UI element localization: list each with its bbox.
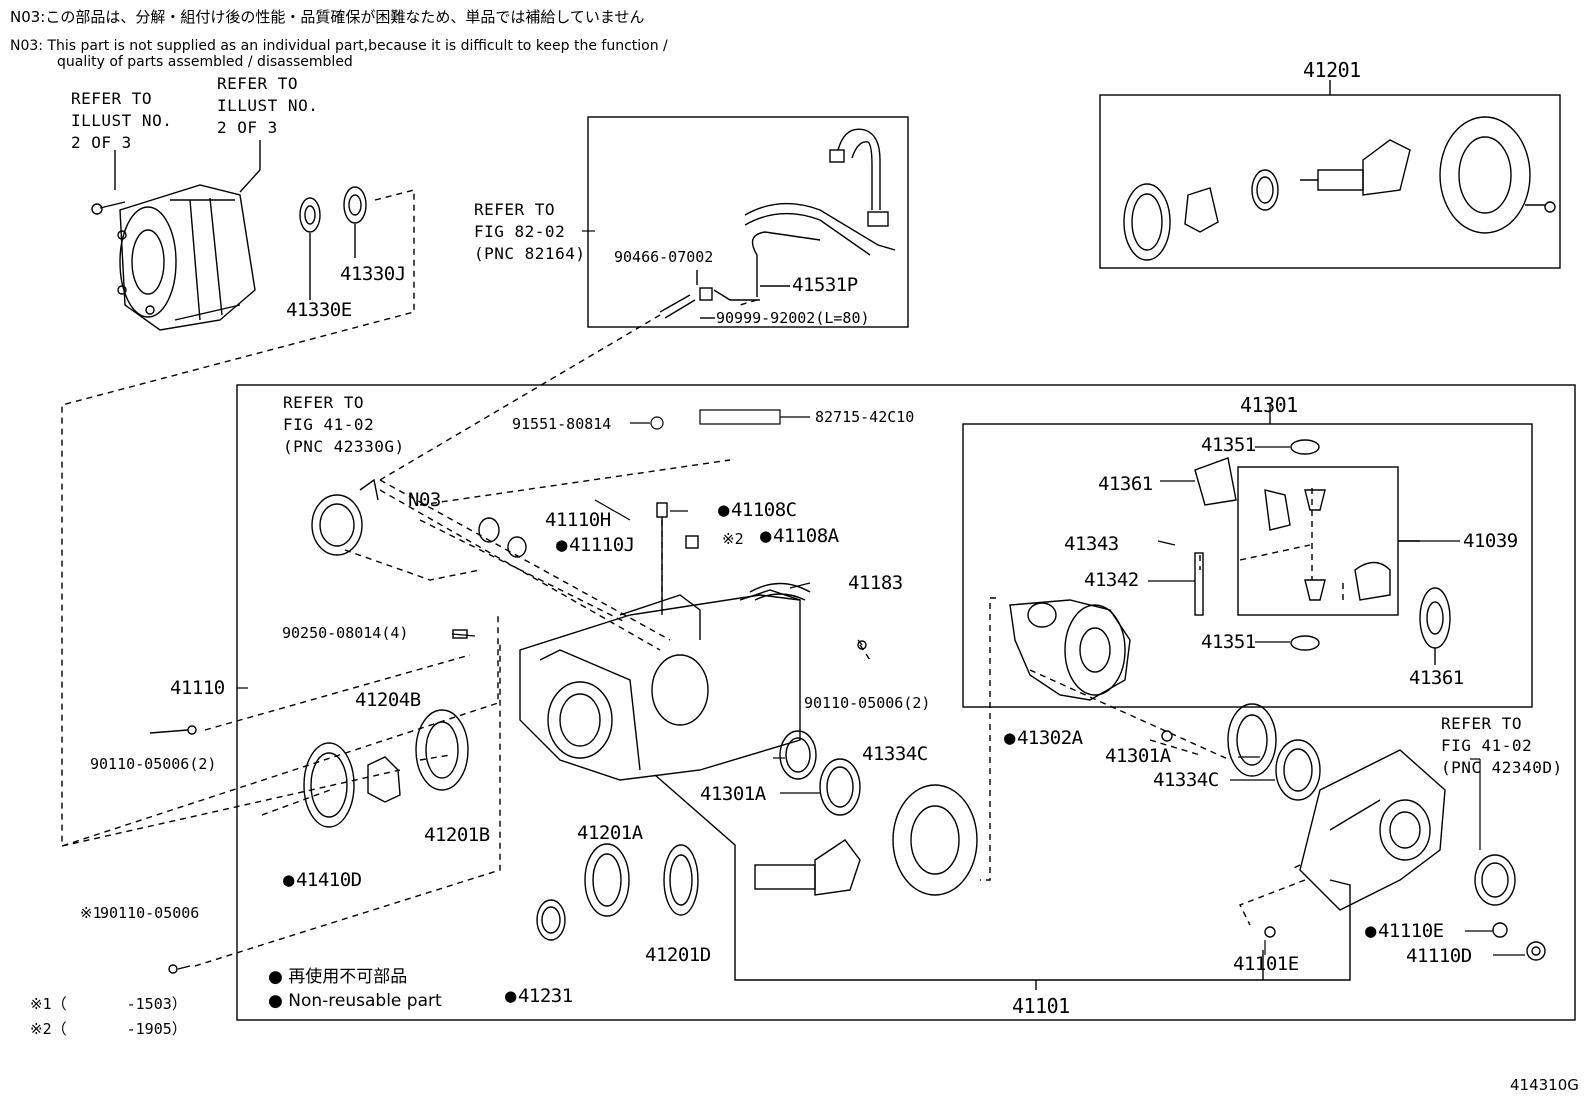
part-41201D[interactable]: 41201D: [645, 944, 711, 966]
footnote-2: ※2（ -1905）: [30, 1021, 187, 1037]
ref-illust-a[interactable]: REFER TO ILLUST NO. 2 OF 3: [71, 88, 172, 154]
part-90466-07002[interactable]: 90466-07002: [614, 248, 714, 266]
part-90999-92002[interactable]: 90999-92002(L=80): [716, 309, 870, 327]
ref-line: FIG 82-02: [474, 222, 566, 241]
ref-line: ILLUST NO.: [71, 111, 173, 130]
part-41108C[interactable]: 41108C: [718, 500, 797, 520]
footnote-2-value: -1905）: [126, 1020, 187, 1038]
part-41334C-a[interactable]: 41334C: [862, 743, 928, 765]
vent-hose-drawing: [659, 128, 896, 319]
diff-gear-frame: [1237, 466, 1399, 616]
part-41334C-b[interactable]: 41334C: [1153, 769, 1219, 791]
ref-line: REFER TO: [1441, 714, 1523, 733]
part-41110E[interactable]: 41110E: [1365, 921, 1444, 941]
ref-line: (PNC 42340D): [1441, 758, 1563, 777]
part-41110D[interactable]: 41110D: [1406, 945, 1472, 967]
part-41361-a[interactable]: 41361: [1098, 473, 1153, 495]
ring-pinion-frame: [1099, 94, 1561, 269]
part-41361-b[interactable]: 41361: [1409, 667, 1464, 689]
part-90110-05006-c[interactable]: 90110-05006: [100, 904, 200, 922]
ref-fig-82[interactable]: REFER TO FIG 82-02 (PNC 82164): [474, 199, 585, 265]
ref-line: (PNC 42330G): [283, 437, 405, 456]
part-90110-05006-a[interactable]: 90110-05006(2): [90, 755, 217, 773]
ref-fig-41-b[interactable]: REFER TO FIG 41-02 (PNC 42340D): [1441, 713, 1563, 779]
part-41343[interactable]: 41343: [1064, 533, 1119, 555]
housing-drawing: [149, 478, 978, 974]
ref-line: (PNC 82164): [474, 244, 586, 263]
ref-line: REFER TO: [283, 393, 365, 412]
part-41110[interactable]: 41110: [170, 677, 225, 699]
part-41201B[interactable]: 41201B: [424, 824, 490, 846]
part-91551-80814[interactable]: 91551-80814: [512, 415, 612, 433]
illustration-id: 414310G: [1510, 1076, 1579, 1094]
part-41330E[interactable]: 41330E: [286, 299, 352, 321]
part-41201A[interactable]: 41201A: [577, 822, 643, 844]
part-41302A[interactable]: 41302A: [1004, 728, 1083, 748]
part-41301A-a[interactable]: 41301A: [700, 783, 766, 805]
part-41201[interactable]: 41201: [1303, 58, 1361, 82]
footnote-1: ※1（ -1503）: [30, 996, 187, 1012]
ref-line: REFER TO: [71, 89, 153, 108]
part-41351-b[interactable]: 41351: [1201, 631, 1256, 653]
ref-line: REFER TO: [217, 74, 299, 93]
callout-N03[interactable]: N03: [408, 489, 441, 511]
footnote-1-value: -1503）: [126, 995, 187, 1013]
part-41204B[interactable]: 41204B: [355, 689, 421, 711]
legend-jp-text: 再使用不可部品: [288, 967, 408, 987]
part-41108A[interactable]: 41108A: [760, 526, 839, 546]
ref-line: FIG 41-02: [283, 415, 375, 434]
ref-fig-41-a[interactable]: REFER TO FIG 41-02 (PNC 42330G): [283, 392, 405, 458]
ref-line: ILLUST NO.: [217, 96, 319, 115]
ref-line: 2 OF 3: [71, 133, 132, 152]
legend-en: ● Non-reusable part: [268, 991, 442, 1011]
part-41101E[interactable]: 41101E: [1233, 953, 1299, 975]
ref-illust-b[interactable]: REFER TO ILLUST NO. 2 OF 3: [217, 73, 318, 139]
note-jp: N03:この部品は、分解・組付け後の性能・品質確保が困難なため、単品では補給して…: [10, 8, 645, 26]
note-en-line1: N03: This part is not supplied as an ind…: [10, 38, 668, 54]
tube-frame: [587, 116, 909, 328]
differential-frame: [962, 423, 1533, 708]
note-en-line2: quality of parts assembled / disassemble…: [57, 54, 353, 70]
legend-dot-icon: ●: [268, 991, 289, 1011]
legend-en-text: Non-reusable part: [288, 991, 442, 1011]
footnote-2-mark: ※2（: [30, 1020, 67, 1038]
part-41110J[interactable]: 41110J: [556, 535, 635, 555]
ref-line: REFER TO: [474, 200, 556, 219]
part-41351-a[interactable]: 41351: [1201, 434, 1256, 456]
part-41101[interactable]: 41101: [1012, 994, 1070, 1018]
part-90110-05006-b[interactable]: 90110-05006(2): [804, 694, 931, 712]
ring-pinion-drawing: [1123, 116, 1556, 261]
part-41231[interactable]: 41231: [505, 986, 573, 1006]
legend-jp: ● 再使用不可部品: [268, 967, 407, 987]
main-frame: [236, 384, 1576, 1021]
part-41110H[interactable]: 41110H: [545, 509, 611, 531]
footnote-mark-1: ※1: [80, 904, 102, 922]
part-82715-42C10[interactable]: 82715-42C10: [815, 408, 915, 426]
transfer-case-drawing: [91, 140, 367, 331]
part-41183[interactable]: 41183: [848, 572, 903, 594]
footnote-mark-2: ※2: [722, 530, 744, 548]
part-41531P[interactable]: 41531P: [792, 274, 858, 296]
legend-dot-icon: ●: [268, 967, 289, 987]
part-41330J[interactable]: 41330J: [340, 263, 406, 285]
ref-line: FIG 41-02: [1441, 736, 1533, 755]
part-41410D[interactable]: 41410D: [283, 870, 362, 890]
part-41301A-b[interactable]: 41301A: [1105, 745, 1171, 767]
ref-line: 2 OF 3: [217, 118, 278, 137]
part-41301[interactable]: 41301: [1240, 393, 1298, 417]
cover-drawing: [1161, 703, 1546, 961]
footnote-1-mark: ※1（: [30, 995, 67, 1013]
differential-drawing: [1009, 439, 1451, 701]
part-90250-08014[interactable]: 90250-08014(4): [282, 624, 409, 642]
part-41342[interactable]: 41342: [1084, 569, 1139, 591]
part-41039[interactable]: 41039: [1463, 530, 1518, 552]
